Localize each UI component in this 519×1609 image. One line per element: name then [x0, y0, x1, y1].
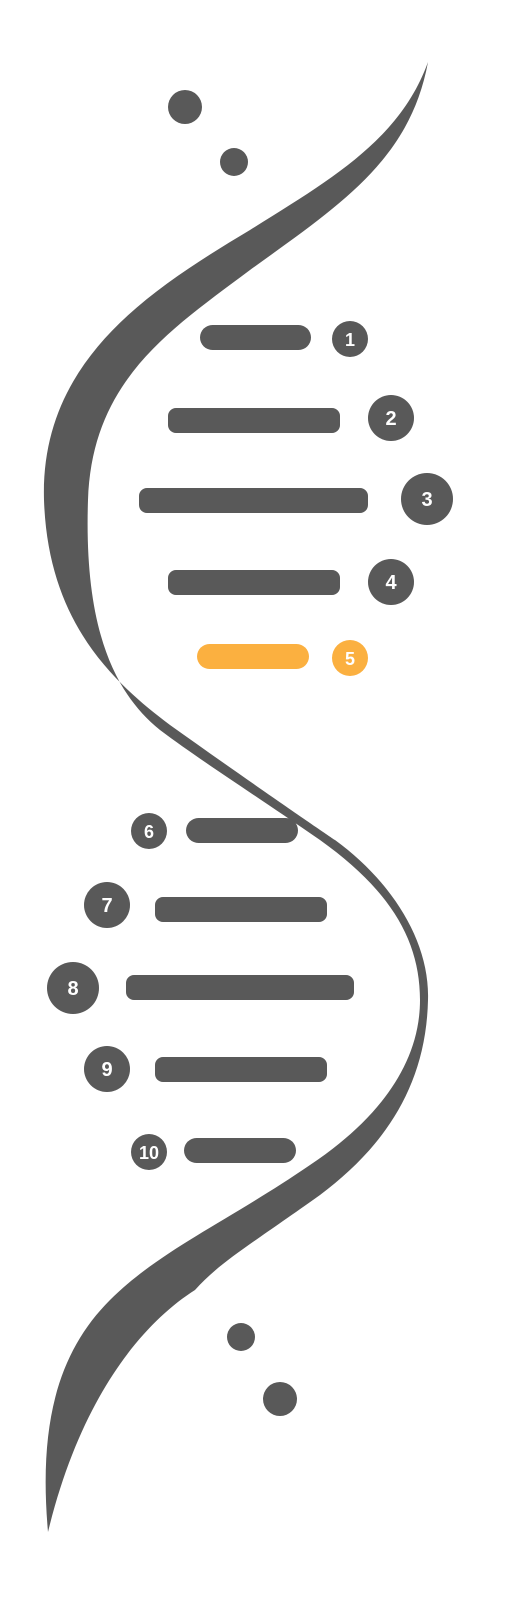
step-1-bar — [200, 325, 311, 350]
step-6-number: 6 — [144, 822, 154, 842]
helix-strand-upper — [43, 62, 429, 1532]
step-6: 6 — [131, 813, 298, 849]
step-9-badge — [84, 1046, 130, 1092]
step-10-number: 10 — [139, 1143, 159, 1163]
decor-dot-4 — [263, 1382, 297, 1416]
step-10-badge — [131, 1134, 167, 1170]
step-6-bar — [186, 818, 298, 843]
step-1: 1 — [200, 321, 368, 357]
step-7-badge — [84, 882, 130, 928]
step-9-number: 9 — [101, 1059, 112, 1081]
step-8: 8 — [47, 962, 354, 1014]
step-2: 2 — [168, 395, 414, 441]
step-4-number: 4 — [385, 572, 397, 594]
step-5-bar — [197, 644, 309, 669]
step-4: 4 — [168, 559, 414, 605]
step-4-badge — [368, 559, 414, 605]
step-8-bar — [126, 975, 354, 1000]
step-7: 7 — [84, 882, 327, 928]
step-9-bar — [155, 1057, 327, 1082]
decor-dot-1 — [168, 90, 202, 124]
step-2-badge — [368, 395, 414, 441]
step-5-number: 5 — [345, 649, 355, 669]
step-2-number: 2 — [385, 408, 396, 430]
decor-dot-3 — [227, 1323, 255, 1351]
step-9: 9 — [84, 1046, 327, 1092]
step-7-bar — [155, 897, 327, 922]
step-6-badge — [131, 813, 167, 849]
step-3-number: 3 — [421, 489, 432, 511]
step-5: 5 — [197, 640, 368, 676]
step-3-bar — [139, 488, 368, 513]
step-7-number: 7 — [101, 895, 112, 917]
step-8-number: 8 — [67, 978, 78, 1000]
decor-dot-2 — [220, 148, 248, 176]
step-1-badge — [332, 321, 368, 357]
step-10-bar — [184, 1138, 296, 1163]
step-8-badge — [47, 962, 99, 1014]
step-2-bar — [168, 408, 340, 433]
step-3: 3 — [139, 473, 453, 525]
step-3-badge — [401, 473, 453, 525]
step-1-number: 1 — [345, 330, 355, 350]
step-10: 10 — [131, 1134, 296, 1170]
step-5-badge — [332, 640, 368, 676]
step-4-bar — [168, 570, 340, 595]
